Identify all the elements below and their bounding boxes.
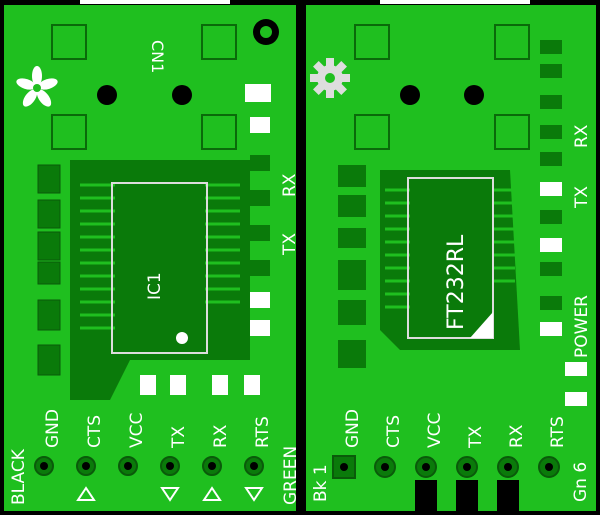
- left-pin-label: RX: [211, 424, 231, 448]
- left-smd-pad: [201, 24, 237, 60]
- right-pin-label: CTS: [384, 415, 404, 448]
- right-smd-pad: [354, 24, 390, 60]
- right-ic-label: FT232RL: [444, 234, 469, 330]
- right-edge-label-gn: Gn 6: [571, 462, 591, 502]
- left-top-edge-mark: [80, 0, 230, 4]
- left-smd-pad: [51, 114, 87, 150]
- left-side-rx-label: RX: [280, 173, 300, 197]
- flower-logo-icon: [16, 66, 58, 107]
- left-header-resistors: [140, 375, 260, 395]
- left-smd-pad: [51, 24, 87, 60]
- right-ic-outline: [407, 177, 494, 339]
- right-pin-label: RX: [507, 424, 527, 448]
- triangle-marker-icon: [76, 486, 264, 502]
- left-pin-label: RTS: [253, 416, 273, 448]
- right-mount-hole: [464, 85, 484, 105]
- right-ic-pin1-marker: [470, 312, 493, 338]
- left-mount-hole: [97, 85, 117, 105]
- left-pin-label: VCC: [127, 413, 147, 448]
- right-side-rx-label: RX: [572, 124, 592, 148]
- right-side-power-label: POWER: [572, 295, 592, 358]
- left-pin-header: [34, 456, 264, 476]
- right-edge-label-bk: Bk 1: [311, 464, 331, 502]
- right-smd-pad: [494, 24, 530, 60]
- left-ic-outline: [111, 182, 208, 354]
- left-pin-label: GND: [43, 409, 63, 448]
- left-right-pads: [245, 84, 271, 336]
- right-top-edge-mark: [380, 0, 530, 4]
- right-smd-pad: [354, 114, 390, 150]
- right-pin-label: GND: [343, 409, 363, 448]
- left-edge-label-green: GREEN: [281, 446, 301, 505]
- left-edge-label-black: BLACK: [9, 448, 29, 505]
- left-ic-label: IC1: [145, 272, 165, 300]
- right-right-pads: [540, 40, 587, 406]
- left-corner-hole-ring: [260, 26, 272, 38]
- left-mount-hole: [172, 85, 192, 105]
- left-ic-pin1-dot: [176, 332, 188, 344]
- left-trace-field: [70, 160, 250, 400]
- right-pin-label: TX: [466, 426, 486, 449]
- right-trace-field: [380, 170, 520, 350]
- left-smd-pad: [201, 114, 237, 150]
- right-pin-slots: [415, 480, 519, 511]
- left-pin-label: TX: [169, 426, 189, 449]
- gear-logo-icon: [310, 58, 350, 98]
- left-trace-lines: [80, 183, 240, 330]
- right-side-components: [338, 165, 366, 368]
- right-mount-hole: [400, 85, 420, 105]
- left-side-components: [37, 164, 61, 376]
- left-board: IC1 CN1 RX TX: [4, 0, 301, 511]
- right-pin-label: RTS: [548, 416, 568, 448]
- right-trace-lines: [385, 188, 515, 309]
- left-pin-label: CTS: [85, 415, 105, 448]
- right-pin-header: [332, 455, 560, 479]
- right-pin-label: VCC: [425, 413, 445, 448]
- left-connector-label: CN1: [148, 40, 167, 73]
- left-side-tx-label: TX: [280, 233, 300, 256]
- right-board: FT232RL RX TX POWER: [306, 0, 596, 511]
- right-smd-pad: [494, 114, 530, 150]
- right-side-tx-label: TX: [572, 186, 592, 209]
